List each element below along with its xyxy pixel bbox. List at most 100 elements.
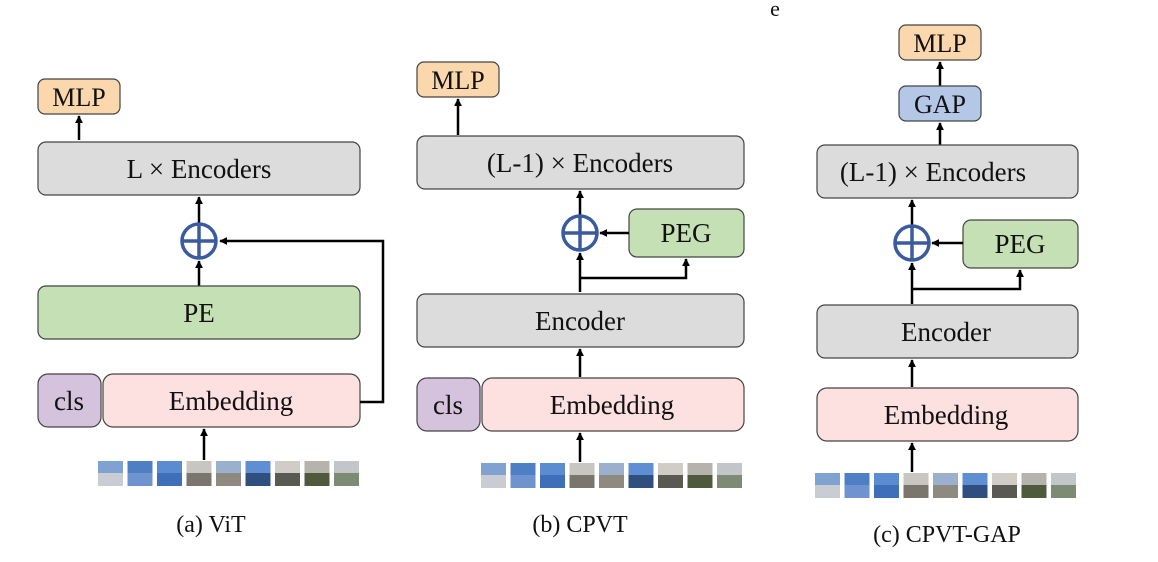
- encoders-box: [37, 141, 361, 196]
- branch-arrow: [580, 258, 690, 280]
- patch-tile-bottom: [992, 485, 1017, 498]
- patch-tile-top: [1051, 473, 1076, 485]
- patch-tile-top: [962, 473, 988, 485]
- patch-tile-bottom: [245, 473, 271, 486]
- patch-tile-top: [334, 461, 359, 473]
- caption-cpvt: (b) CPVT: [532, 512, 628, 538]
- add-icon: [561, 214, 599, 252]
- peg-label: PEG: [994, 229, 1045, 259]
- patch-tile-top: [245, 461, 271, 473]
- patch-tile-top: [874, 473, 899, 485]
- patch-tile-top: [157, 461, 182, 473]
- mlp-label: MLP: [913, 29, 966, 58]
- patch-tile-bottom: [1051, 485, 1076, 498]
- mlp-box: [898, 24, 982, 61]
- cls-box: [37, 373, 102, 428]
- patch-tile-bottom: [540, 475, 565, 488]
- branch-arrow: [912, 269, 1024, 291]
- image-patches: [481, 463, 742, 488]
- encoders-box: [416, 135, 745, 190]
- patch-tile-bottom: [815, 485, 840, 498]
- patch-tile-bottom: [98, 473, 123, 486]
- patch-tile-top: [628, 463, 654, 475]
- patch-tile-bottom: [933, 485, 958, 498]
- patch-tile-top: [304, 461, 330, 473]
- patch-tile-bottom: [962, 485, 988, 498]
- panel-vit: MLP L × Encoders PE cls Embedding (a) Vi…: [37, 78, 385, 538]
- embedding-label: Embedding: [169, 386, 293, 416]
- gap-label: GAP: [914, 90, 966, 119]
- patch-tile-bottom: [874, 485, 899, 498]
- patch-tile-bottom: [275, 473, 300, 486]
- patch-tile-bottom: [599, 475, 624, 488]
- pe-label: PE: [183, 298, 215, 328]
- patch-tile-bottom: [717, 475, 742, 488]
- skip-connection-arrow: [219, 237, 385, 404]
- patch-tile-top: [658, 463, 683, 475]
- patch-tile-bottom: [481, 475, 506, 488]
- patch-tile-bottom: [127, 473, 153, 486]
- patch-tile-bottom: [844, 485, 870, 498]
- stray-mark: e: [770, 0, 780, 21]
- patch-tile-top: [275, 461, 300, 473]
- panel-cpvt: MLP (L-1) × Encoders PEG Encoder cls Emb…: [416, 61, 745, 538]
- embedding-box: [481, 377, 745, 432]
- add-icon: [893, 224, 931, 262]
- embedding-box: [102, 373, 361, 428]
- patch-tile-top: [933, 473, 958, 485]
- peg-label: PEG: [660, 218, 711, 248]
- patch-tile-top: [186, 461, 212, 473]
- embedding-label: Embedding: [884, 400, 1008, 430]
- patch-tile-top: [992, 473, 1017, 485]
- caption-cpvt-gap: (c) CPVT-GAP: [873, 522, 1021, 548]
- patch-tile-bottom: [334, 473, 359, 486]
- caption-vit: (a) ViT: [176, 512, 246, 538]
- encoders-label: (L-1) × Encoders: [840, 157, 1026, 187]
- mlp-box: [416, 61, 500, 98]
- patch-tile-top: [569, 463, 595, 475]
- patch-tile-top: [98, 461, 123, 473]
- patch-tile-bottom: [1021, 485, 1047, 498]
- patch-tile-bottom: [628, 475, 654, 488]
- embedding-box: [816, 387, 1079, 442]
- patch-tile-bottom: [658, 475, 683, 488]
- patch-tile-top: [844, 473, 870, 485]
- patch-tile-top: [216, 461, 241, 473]
- patch-tile-bottom: [186, 473, 212, 486]
- encoders-box: [816, 144, 1079, 199]
- patch-tile-bottom: [569, 475, 595, 488]
- patch-tile-top: [510, 463, 536, 475]
- encoders-label: (L-1) × Encoders: [487, 148, 673, 178]
- patch-tile-top: [599, 463, 624, 475]
- cls-label: cls: [433, 390, 463, 420]
- encoder-label: Encoder: [535, 306, 625, 336]
- image-patches: [98, 461, 359, 486]
- encoder-box: [416, 293, 745, 348]
- mlp-label: MLP: [52, 83, 105, 112]
- patch-tile-top: [687, 463, 713, 475]
- image-patches: [815, 473, 1076, 498]
- encoder-box: [816, 304, 1079, 359]
- panel-cpvt-gap: MLP GAP (L-1) × Encoders PEG Encoder Emb…: [815, 24, 1079, 548]
- patch-tile-bottom: [903, 485, 929, 498]
- patch-tile-top: [903, 473, 929, 485]
- patch-tile-top: [815, 473, 840, 485]
- patch-tile-top: [481, 463, 506, 475]
- patch-tile-bottom: [510, 475, 536, 488]
- add-icon: [180, 222, 218, 260]
- patch-tile-top: [540, 463, 565, 475]
- patch-tile-top: [1021, 473, 1047, 485]
- patch-tile-bottom: [687, 475, 713, 488]
- cls-label: cls: [54, 386, 84, 416]
- patch-tile-bottom: [157, 473, 182, 486]
- pe-box: [37, 285, 361, 340]
- patch-tile-top: [127, 461, 153, 473]
- patch-tile-bottom: [216, 473, 241, 486]
- encoders-label: L × Encoders: [127, 154, 272, 184]
- gap-box: [898, 85, 982, 122]
- encoder-label: Encoder: [901, 317, 991, 347]
- mlp-box: [37, 78, 121, 115]
- mlp-label: MLP: [431, 66, 484, 95]
- patch-tile-bottom: [304, 473, 330, 486]
